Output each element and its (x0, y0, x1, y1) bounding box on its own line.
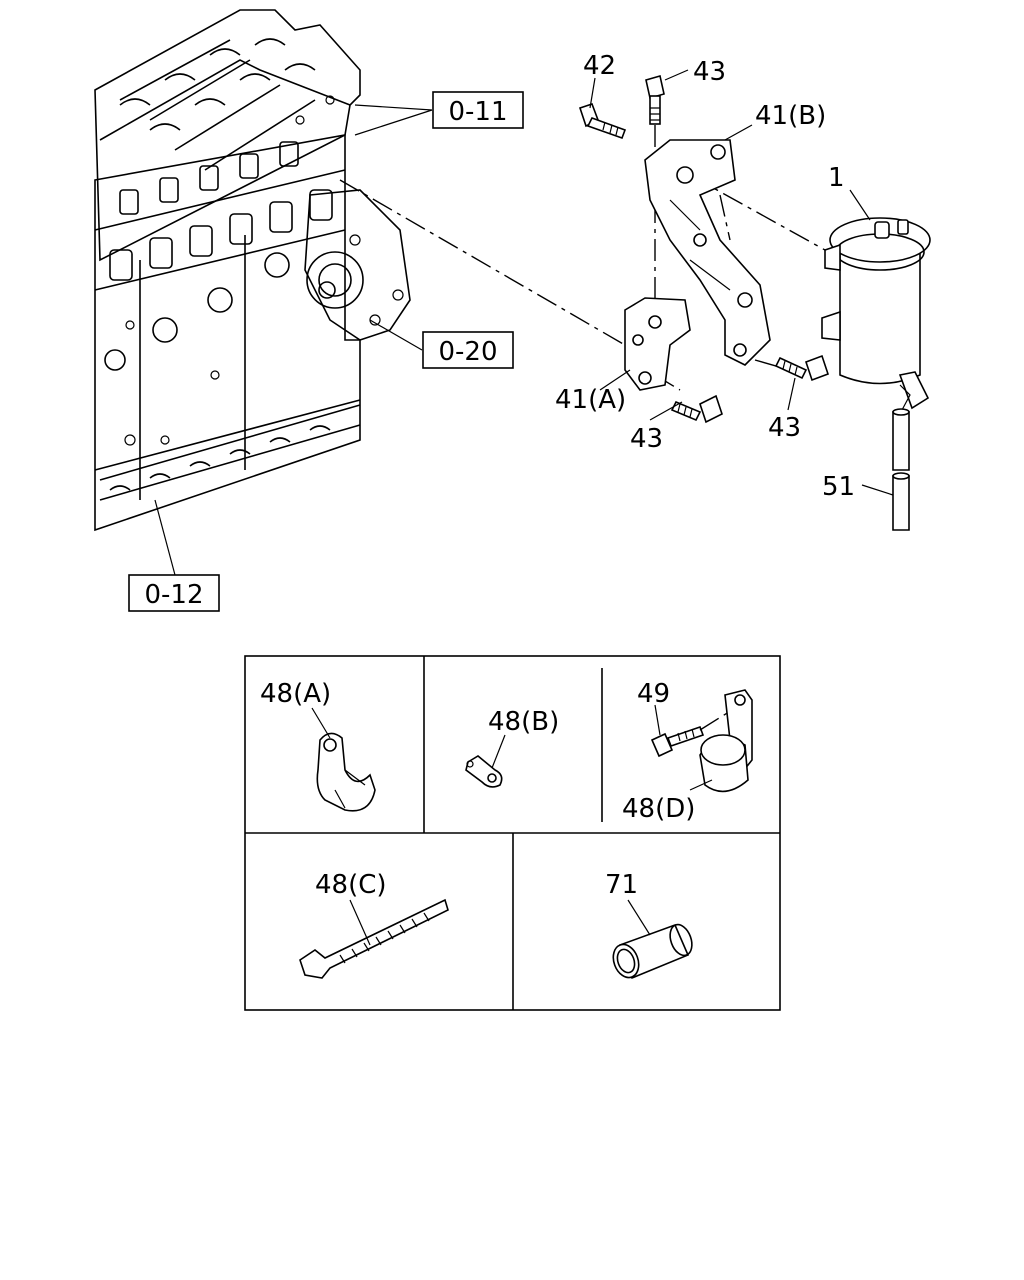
ref-0-11-leader (354, 104, 433, 136)
engine-block (94, 9, 411, 532)
cable-tie-48-c[interactable] (299, 898, 449, 979)
leader-42 (589, 77, 596, 109)
alignment-line (719, 194, 731, 241)
label-49: 49 (637, 679, 670, 709)
clamp-48-d[interactable] (699, 689, 753, 793)
label-42: 42 (583, 51, 616, 81)
leader-43-left (649, 401, 683, 421)
svg-text:0-20: 0-20 (438, 337, 497, 367)
leader-49 (654, 704, 661, 736)
svg-text:0-11: 0-11 (448, 97, 507, 127)
leader-48-c (349, 899, 371, 946)
leader-41-b (724, 124, 753, 141)
leader-48-d (689, 779, 713, 791)
sleeve-71[interactable] (609, 922, 696, 982)
reference-box-0-11[interactable]: 0-11 (432, 91, 524, 129)
bolt-43-right[interactable] (774, 354, 830, 382)
leader-71 (627, 899, 651, 936)
ref-0-12-leader (154, 499, 176, 576)
svg-text:0-12: 0-12 (144, 580, 203, 610)
bolt-49[interactable] (650, 725, 705, 758)
bracket-41-b[interactable] (644, 139, 771, 366)
label-71: 71 (605, 870, 638, 900)
bolt-43-top[interactable] (645, 74, 665, 125)
label-48-c: 48(C) (315, 870, 387, 900)
hose-51[interactable] (892, 408, 910, 531)
leader-43-right (787, 377, 796, 411)
label-43-left: 43 (630, 424, 663, 454)
terminal-48-b[interactable] (465, 755, 503, 788)
label-41-a: 41(A) (555, 385, 626, 415)
alignment-line (689, 174, 826, 251)
alignment-line (339, 179, 626, 346)
label-51: 51 (822, 472, 855, 502)
reservoir-tank-1[interactable] (821, 217, 931, 419)
label-48-d: 48(D) (622, 794, 695, 824)
label-48-b: 48(B) (488, 707, 559, 737)
bolt-42[interactable] (578, 102, 627, 140)
inset-panel (244, 655, 781, 1011)
label-41-b: 41(B) (755, 101, 826, 131)
label-43-top: 43 (693, 57, 726, 87)
leader-43-top (664, 69, 689, 81)
leader-41-a (599, 369, 631, 391)
label-43-right: 43 (768, 413, 801, 443)
bolt-43-left[interactable] (670, 394, 723, 424)
reference-box-0-20[interactable]: 0-20 (422, 331, 514, 369)
leader-1 (849, 189, 871, 221)
leader-48-b (491, 734, 506, 769)
label-1: 1 (828, 163, 845, 193)
label-48-a: 48(A) (260, 679, 331, 709)
leader-51 (861, 484, 894, 496)
bracket-41-a[interactable] (624, 297, 691, 391)
ref-0-20-leader (369, 319, 423, 351)
clip-48-a[interactable] (316, 732, 376, 812)
reference-box-0-12[interactable]: 0-12 (128, 574, 220, 612)
leader-48-a (311, 707, 331, 739)
